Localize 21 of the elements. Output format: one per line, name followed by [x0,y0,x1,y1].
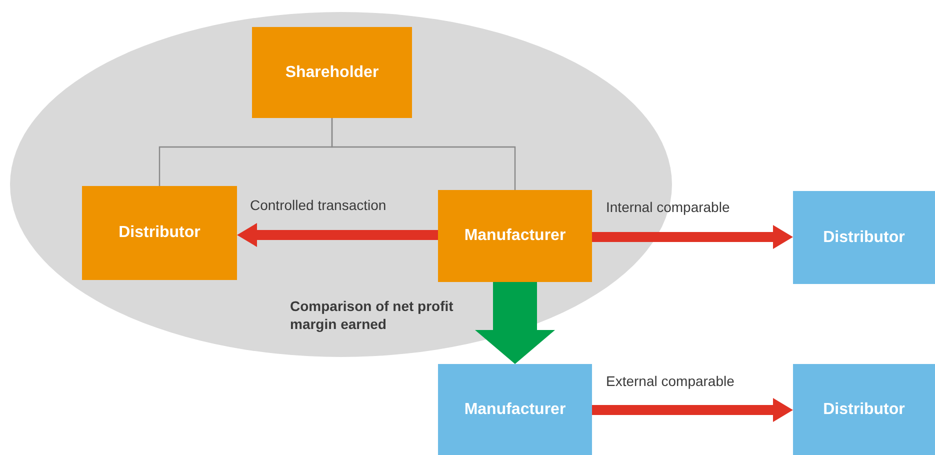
edge-label: Internal comparable [606,198,731,216]
connector-line [331,118,516,190]
node-label: Shareholder [285,62,379,82]
entity-box [252,27,412,118]
arrow [475,282,555,364]
edge-label: External comparable [606,372,736,390]
node-label: Distributor [118,223,200,243]
entity-box [438,364,592,455]
arrow [592,225,793,249]
arrow [592,398,793,422]
node-label: Manufacturer [464,226,566,246]
edge-label: Comparison of net profit margin earned [290,297,454,333]
arrow [237,223,438,247]
entity-box [793,191,935,284]
entity-box [438,190,592,282]
entity-box [793,364,935,455]
node-label: Distributor [823,400,905,420]
node-label: Manufacturer [464,400,566,420]
node-label: Distributor [823,228,905,248]
edge-label: Controlled transaction [250,196,388,214]
entity-box [82,186,237,280]
